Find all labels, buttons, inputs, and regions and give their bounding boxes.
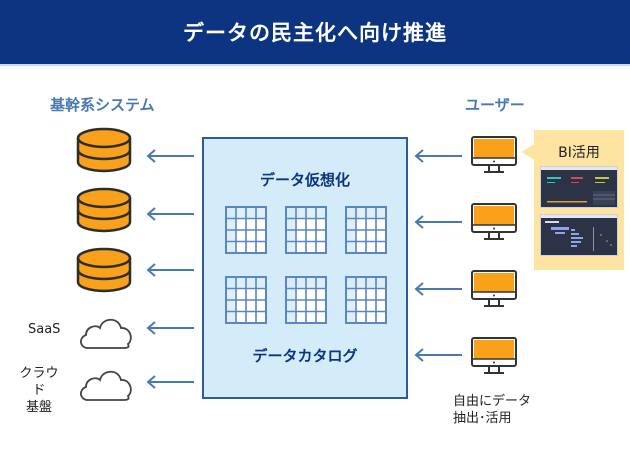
left-section-title: 基幹系システム bbox=[50, 96, 155, 114]
monitor-icon bbox=[471, 270, 517, 307]
arrow-left-icon bbox=[414, 149, 462, 163]
data-table-icon bbox=[285, 276, 327, 324]
data-table-icon bbox=[345, 206, 387, 254]
free-data-extraction-label: 自由にデータ 抽出･活用 bbox=[453, 394, 532, 426]
right-section-title: ユーザー bbox=[465, 96, 525, 114]
header-banner: データの民主化へ向け推進 bbox=[0, 0, 630, 66]
arrow-left-icon bbox=[146, 375, 194, 389]
monitor-icon bbox=[471, 337, 517, 374]
database-icon bbox=[76, 247, 132, 293]
monitor-icon bbox=[471, 203, 517, 240]
monitor-icon bbox=[471, 136, 517, 173]
data-virtualization-label: データ仮想化 bbox=[259, 171, 350, 189]
database-icon bbox=[76, 187, 132, 233]
arrow-left-icon bbox=[146, 321, 194, 335]
data-table-icon bbox=[345, 276, 387, 324]
page-title: データの民主化へ向け推進 bbox=[183, 21, 447, 45]
saas-label: SaaS bbox=[28, 322, 61, 337]
data-catalog-label: データカタログ bbox=[252, 347, 358, 365]
database-icon bbox=[76, 127, 132, 173]
arrow-left-icon bbox=[146, 207, 194, 221]
bi-callout-pointer bbox=[522, 144, 534, 160]
data-table-icon bbox=[285, 206, 327, 254]
data-table-icon bbox=[225, 276, 267, 324]
arrow-left-icon bbox=[146, 263, 194, 277]
tables-grid bbox=[225, 206, 387, 324]
bi-panel: BI活用 bbox=[534, 130, 624, 270]
cloud-infra-label: クラウド 基盤 bbox=[19, 366, 59, 415]
bi-label: BI活用 bbox=[558, 145, 600, 161]
bi-dashboard-thumbnail bbox=[540, 166, 618, 208]
data-virtualization-box: データ仮想化 データカタログ bbox=[202, 137, 408, 399]
arrow-left-icon bbox=[414, 282, 462, 296]
cloud-icon bbox=[80, 318, 132, 349]
arrow-left-icon bbox=[414, 348, 462, 362]
arrow-left-icon bbox=[146, 149, 194, 163]
cloud-icon bbox=[80, 370, 132, 401]
bi-dashboard-thumbnail bbox=[540, 214, 618, 256]
data-table-icon bbox=[225, 206, 267, 254]
arrow-left-icon bbox=[414, 215, 462, 229]
